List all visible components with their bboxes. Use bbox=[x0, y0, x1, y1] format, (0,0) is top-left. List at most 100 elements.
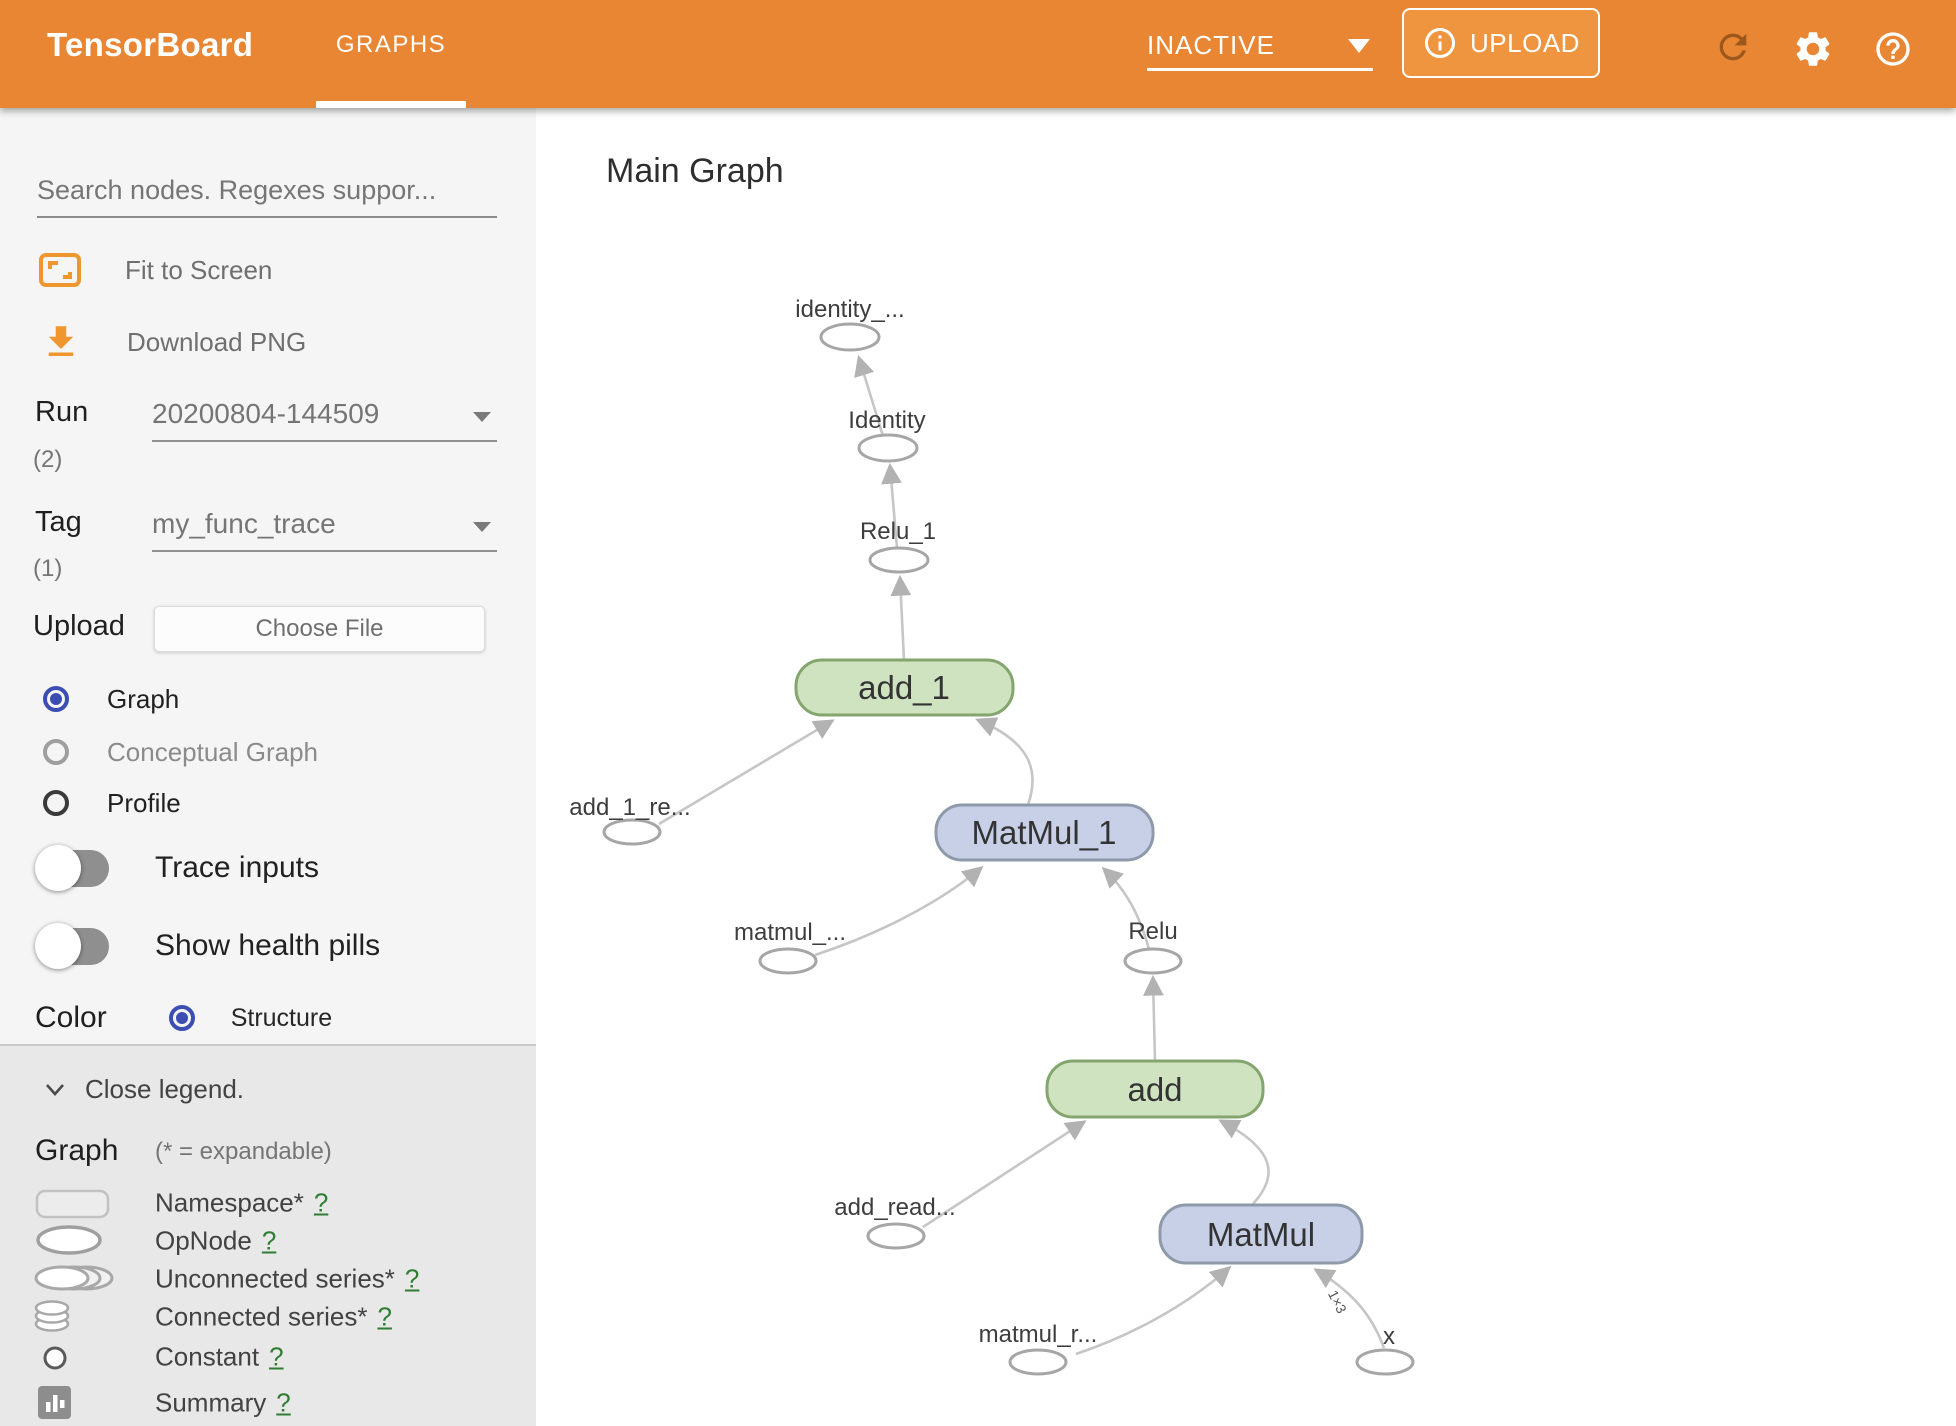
opnode-icon bbox=[36, 1225, 102, 1255]
close-legend-button[interactable]: Close legend. bbox=[43, 1074, 244, 1105]
help-link[interactable]: ? bbox=[404, 1263, 420, 1294]
tab-graphs-label: GRAPHS bbox=[335, 31, 447, 58]
run-label: Run bbox=[35, 396, 89, 428]
page-title: Main Graph bbox=[606, 152, 784, 190]
close-legend-label: Close legend. bbox=[85, 1074, 244, 1104]
edge-matmulread1-to-matmul1 bbox=[814, 865, 984, 957]
radio-graph[interactable]: Graph bbox=[43, 675, 179, 723]
help-link[interactable]: ? bbox=[276, 1387, 291, 1418]
node-matmul-1-read[interactable]: matmul_... bbox=[734, 919, 846, 975]
refresh-icon[interactable] bbox=[1713, 27, 1753, 67]
radio-unselected-icon bbox=[43, 739, 69, 765]
search-input[interactable] bbox=[37, 170, 497, 218]
info-icon bbox=[1425, 28, 1456, 58]
color-structure-label: Structure bbox=[230, 1003, 333, 1032]
legend-item-namespace: Namespace*? bbox=[0, 1183, 536, 1223]
node-matmul[interactable]: MatMul bbox=[1158, 1203, 1364, 1265]
help-icon[interactable] bbox=[1873, 29, 1913, 69]
connected-series-icon bbox=[34, 1300, 70, 1332]
fit-to-screen-label: Fit to Screen bbox=[125, 254, 273, 285]
tag-label: Tag bbox=[35, 506, 82, 538]
toggle-off-icon bbox=[35, 922, 111, 970]
edge-x-to-matmul bbox=[1313, 1268, 1386, 1349]
svg-text:add_1: add_1 bbox=[858, 669, 950, 706]
svg-text:MatMul_1: MatMul_1 bbox=[972, 814, 1117, 851]
edge-add1-to-relu1 bbox=[890, 574, 912, 661]
legend-opnode-label: OpNode bbox=[155, 1225, 252, 1256]
status-dropdown-value: INACTIVE bbox=[1147, 30, 1275, 60]
svg-text:MatMul: MatMul bbox=[1207, 1216, 1315, 1253]
upload-button-label: UPLOAD bbox=[1470, 27, 1580, 58]
node-matmul-read[interactable]: matmul_r... bbox=[979, 1321, 1098, 1376]
toggle-off-icon bbox=[35, 844, 111, 892]
chevron-down-icon bbox=[46, 1083, 64, 1096]
constant-icon bbox=[43, 1346, 67, 1370]
help-link[interactable]: ? bbox=[261, 1225, 277, 1256]
node-relu-1[interactable]: Relu_1 bbox=[860, 518, 936, 574]
help-link[interactable]: ? bbox=[313, 1187, 329, 1218]
legend-constant-label: Constant bbox=[155, 1341, 260, 1372]
radio-unselected-icon bbox=[43, 790, 69, 816]
edge-matmul-to-add bbox=[1218, 1119, 1270, 1206]
namespace-icon bbox=[35, 1189, 110, 1219]
tag-select[interactable]: my_func_trace bbox=[152, 508, 497, 552]
run-select[interactable]: 20200804-144509 bbox=[152, 398, 497, 442]
radio-conceptual-graph[interactable]: Conceptual Graph bbox=[43, 728, 318, 776]
sidebar: Fit to Screen Download PNG Run (2) 20200… bbox=[0, 108, 536, 1426]
show-health-pills-toggle[interactable]: Show health pills bbox=[35, 922, 380, 970]
legend-connected-series-label: Connected series* bbox=[155, 1301, 368, 1332]
status-dropdown[interactable]: INACTIVE bbox=[1147, 0, 1373, 78]
edge-identity-to-identity-out bbox=[854, 355, 885, 437]
graph-edges: 1×3 bbox=[658, 355, 1386, 1356]
download-png-label: Download PNG bbox=[127, 326, 307, 357]
svg-text:add_read...: add_read... bbox=[834, 1194, 955, 1221]
node-x[interactable]: x bbox=[1355, 1323, 1415, 1376]
upload-button[interactable]: UPLOAD bbox=[1402, 8, 1600, 78]
svg-text:matmul_...: matmul_... bbox=[734, 919, 846, 946]
choose-file-button[interactable]: Choose File bbox=[154, 606, 485, 652]
unconnected-series-icon bbox=[34, 1265, 114, 1291]
node-add[interactable]: add bbox=[1045, 1059, 1265, 1119]
chevron-down-icon bbox=[473, 522, 491, 532]
upload-label: Upload bbox=[33, 610, 125, 642]
app-header: TensorBoard GRAPHS INACTIVE UPLOAD bbox=[0, 0, 1956, 108]
node-identity-out[interactable]: identity_... bbox=[795, 296, 905, 352]
edge-matmul1-to-add1 bbox=[975, 717, 1034, 806]
settings-gear-icon[interactable] bbox=[1792, 28, 1834, 70]
legend-item-unconnected-series: Unconnected series*? bbox=[0, 1259, 536, 1299]
edge-addread-to-add bbox=[922, 1120, 1087, 1229]
radio-profile[interactable]: Profile bbox=[43, 779, 181, 827]
tag-count: (1) bbox=[33, 555, 63, 582]
svg-text:add_1_re...: add_1_re... bbox=[569, 794, 690, 821]
node-matmul-1[interactable]: MatMul_1 bbox=[934, 803, 1155, 862]
node-identity[interactable]: Identity bbox=[848, 407, 926, 463]
node-relu[interactable]: Relu bbox=[1123, 918, 1183, 975]
node-add-1[interactable]: add_1 bbox=[794, 658, 1015, 717]
color-label: Color bbox=[35, 1001, 107, 1034]
tab-active-underline bbox=[316, 101, 466, 108]
radio-conceptual-label: Conceptual Graph bbox=[107, 736, 319, 767]
fit-to-screen-button[interactable]: Fit to Screen bbox=[37, 247, 272, 293]
legend-namespace-label: Namespace* bbox=[155, 1187, 304, 1218]
legend-item-connected-series: Connected series*? bbox=[0, 1297, 536, 1337]
color-structure-radio[interactable] bbox=[168, 1005, 195, 1031]
help-link[interactable]: ? bbox=[377, 1301, 392, 1332]
app-title: TensorBoard bbox=[47, 26, 254, 63]
edge-add-to-relu bbox=[1143, 974, 1164, 1062]
trace-inputs-label: Trace inputs bbox=[155, 851, 319, 884]
svg-text:identity_...: identity_... bbox=[795, 296, 904, 323]
run-select-value: 20200804-144509 bbox=[152, 398, 380, 429]
help-link[interactable]: ? bbox=[269, 1341, 284, 1372]
legend-item-summary: Summary? bbox=[0, 1383, 536, 1423]
fit-to-screen-icon bbox=[39, 253, 81, 287]
download-png-button[interactable]: Download PNG bbox=[40, 318, 306, 366]
node-add-read[interactable]: add_read... bbox=[834, 1194, 956, 1250]
edge-relu1-to-identity bbox=[881, 462, 902, 549]
show-health-pills-label: Show health pills bbox=[155, 929, 381, 962]
node-add-1-read[interactable]: add_1_re... bbox=[569, 794, 691, 846]
tab-graphs[interactable]: GRAPHS bbox=[316, 0, 466, 108]
dataflow-graph: 1×3 identity_... Identity Relu_1 add_1_r… bbox=[569, 296, 1415, 1376]
status-dropdown-underline bbox=[1147, 68, 1373, 71]
radio-selected-icon bbox=[43, 686, 69, 712]
trace-inputs-toggle[interactable]: Trace inputs bbox=[35, 844, 319, 892]
